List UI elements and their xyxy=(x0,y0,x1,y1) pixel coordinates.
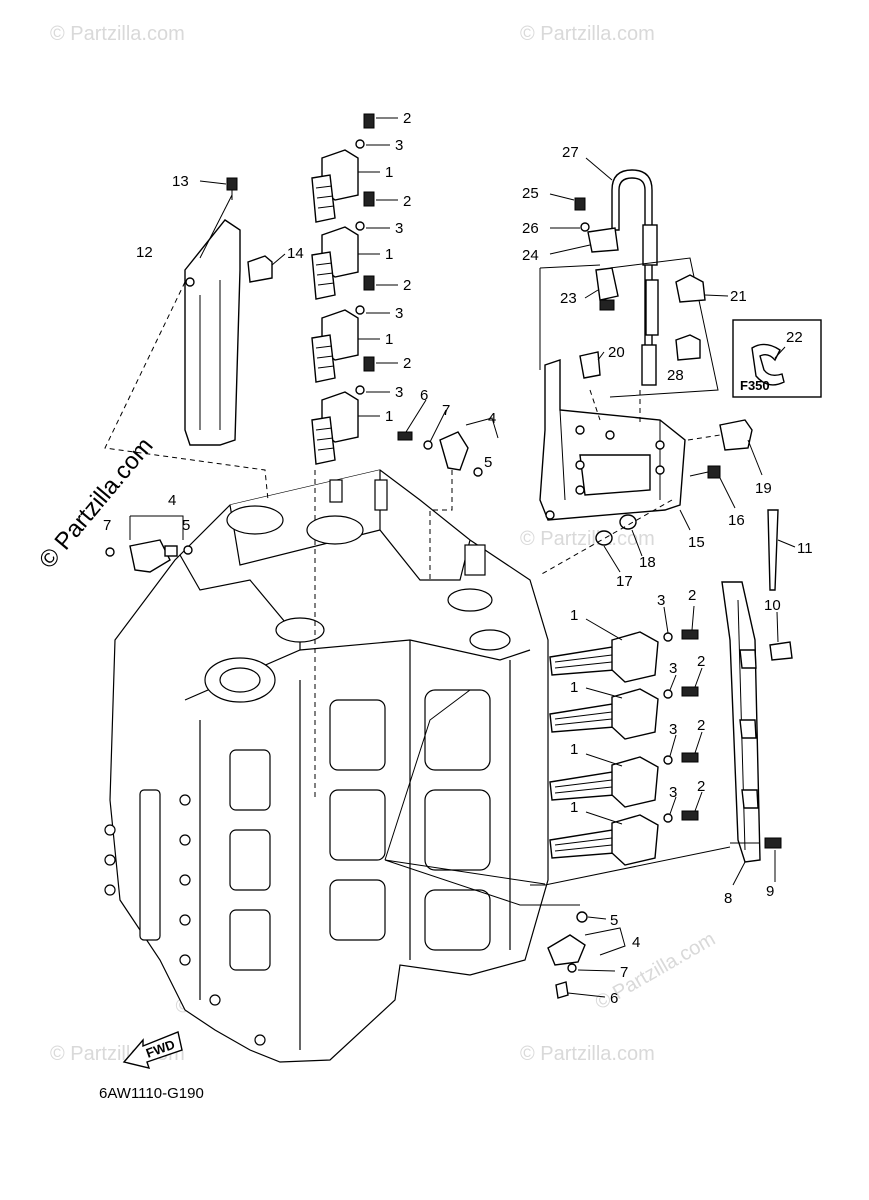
callout-17: 17 xyxy=(616,573,633,590)
sensor-center xyxy=(397,399,499,580)
ignition-coil-stack-right xyxy=(549,629,699,866)
collar-17 xyxy=(595,530,621,573)
callout-labels: 2 3 1 2 3 1 2 3 1 2 3 1 13 12 14 6 7 4 5… xyxy=(103,110,813,1007)
sensor-bottom xyxy=(384,689,626,999)
callout-leaders-top xyxy=(358,117,398,417)
callout-2: 2 xyxy=(403,110,411,127)
clip-19 xyxy=(687,419,763,476)
callout-9: 9 xyxy=(766,883,774,900)
watermark-top-left: © Partzilla.com xyxy=(50,23,185,45)
clip-20 xyxy=(579,351,605,379)
callout-leaders-right xyxy=(585,605,703,825)
callout-3: 3 xyxy=(395,384,403,401)
callout-5: 5 xyxy=(610,912,618,929)
diagram-code: 6AW1110-G190 xyxy=(99,1085,204,1102)
callout-12: 12 xyxy=(136,244,153,261)
callout-1: 1 xyxy=(385,408,393,425)
callout-2: 2 xyxy=(403,193,411,210)
callout-1: 1 xyxy=(385,164,393,181)
callout-3: 3 xyxy=(669,721,677,738)
callout-27: 27 xyxy=(562,144,579,161)
callout-5: 5 xyxy=(182,517,190,534)
band-11 xyxy=(767,509,796,591)
bolt-16 xyxy=(689,465,736,509)
callout-8: 8 xyxy=(724,890,732,907)
grommet-18 xyxy=(619,514,643,557)
callout-3: 3 xyxy=(669,660,677,677)
callout-1: 1 xyxy=(570,607,578,624)
callout-3: 3 xyxy=(395,220,403,237)
fitting-23-24-25-26 xyxy=(549,193,619,311)
callout-7: 7 xyxy=(103,517,111,534)
callout-2: 2 xyxy=(403,277,411,294)
callout-2: 2 xyxy=(697,717,705,734)
callout-2: 2 xyxy=(697,653,705,670)
callout-4: 4 xyxy=(168,492,176,509)
ignition-coil-stack-top xyxy=(311,113,375,800)
watermark-middle-right: © Partzilla.com xyxy=(520,528,655,550)
inset-f350: F350 xyxy=(732,319,822,398)
clip-28 xyxy=(675,334,701,361)
engine-block xyxy=(104,469,549,1063)
bracket-15 xyxy=(539,359,686,521)
callout-14: 14 xyxy=(287,245,304,262)
callout-18: 18 xyxy=(639,554,656,571)
inset-f350-label: F350 xyxy=(740,378,770,393)
bolt-9 xyxy=(730,837,782,882)
callout-19: 19 xyxy=(755,480,772,497)
clip-14 xyxy=(247,255,273,283)
watermark-bottom-right: © Partzilla.com xyxy=(520,1043,655,1065)
callout-25: 25 xyxy=(522,185,539,202)
callout-4: 4 xyxy=(488,410,496,427)
callout-3: 3 xyxy=(395,305,403,322)
callout-15: 15 xyxy=(688,534,705,551)
callout-5: 5 xyxy=(484,454,492,471)
callout-10: 10 xyxy=(764,597,781,614)
hose-assembly-27 xyxy=(585,157,659,386)
wire-bracket-12 xyxy=(184,219,241,446)
callout-3: 3 xyxy=(395,137,403,154)
callout-6: 6 xyxy=(420,387,428,404)
callout-2: 2 xyxy=(403,355,411,372)
callout-24: 24 xyxy=(522,247,539,264)
callout-22: 22 xyxy=(786,329,803,346)
callout-16: 16 xyxy=(728,512,745,529)
callout-2: 2 xyxy=(697,778,705,795)
callout-28: 28 xyxy=(667,367,684,384)
callout-26: 26 xyxy=(522,220,539,237)
callout-7: 7 xyxy=(442,402,450,419)
clip-10 xyxy=(769,611,793,661)
callout-7: 7 xyxy=(620,964,628,981)
callout-21: 21 xyxy=(730,288,747,305)
callout-6: 6 xyxy=(610,990,618,1007)
bolt-13 xyxy=(226,177,238,200)
watermark-top-right: © Partzilla.com xyxy=(520,23,655,45)
coil-cover-8 xyxy=(721,581,761,886)
callout-1: 1 xyxy=(570,799,578,816)
callout-1: 1 xyxy=(385,331,393,348)
callout-1: 1 xyxy=(570,679,578,696)
callout-3: 3 xyxy=(669,784,677,801)
callout-13: 13 xyxy=(172,173,189,190)
callout-11: 11 xyxy=(797,540,813,557)
callout-1: 1 xyxy=(385,246,393,263)
callout-2: 2 xyxy=(688,587,696,604)
callout-1: 1 xyxy=(570,741,578,758)
callout-3: 3 xyxy=(657,592,665,609)
clip-21 xyxy=(675,274,729,303)
callout-4: 4 xyxy=(632,934,640,951)
callout-23: 23 xyxy=(560,290,577,307)
sensor-left xyxy=(105,539,193,573)
callout-20: 20 xyxy=(608,344,625,361)
